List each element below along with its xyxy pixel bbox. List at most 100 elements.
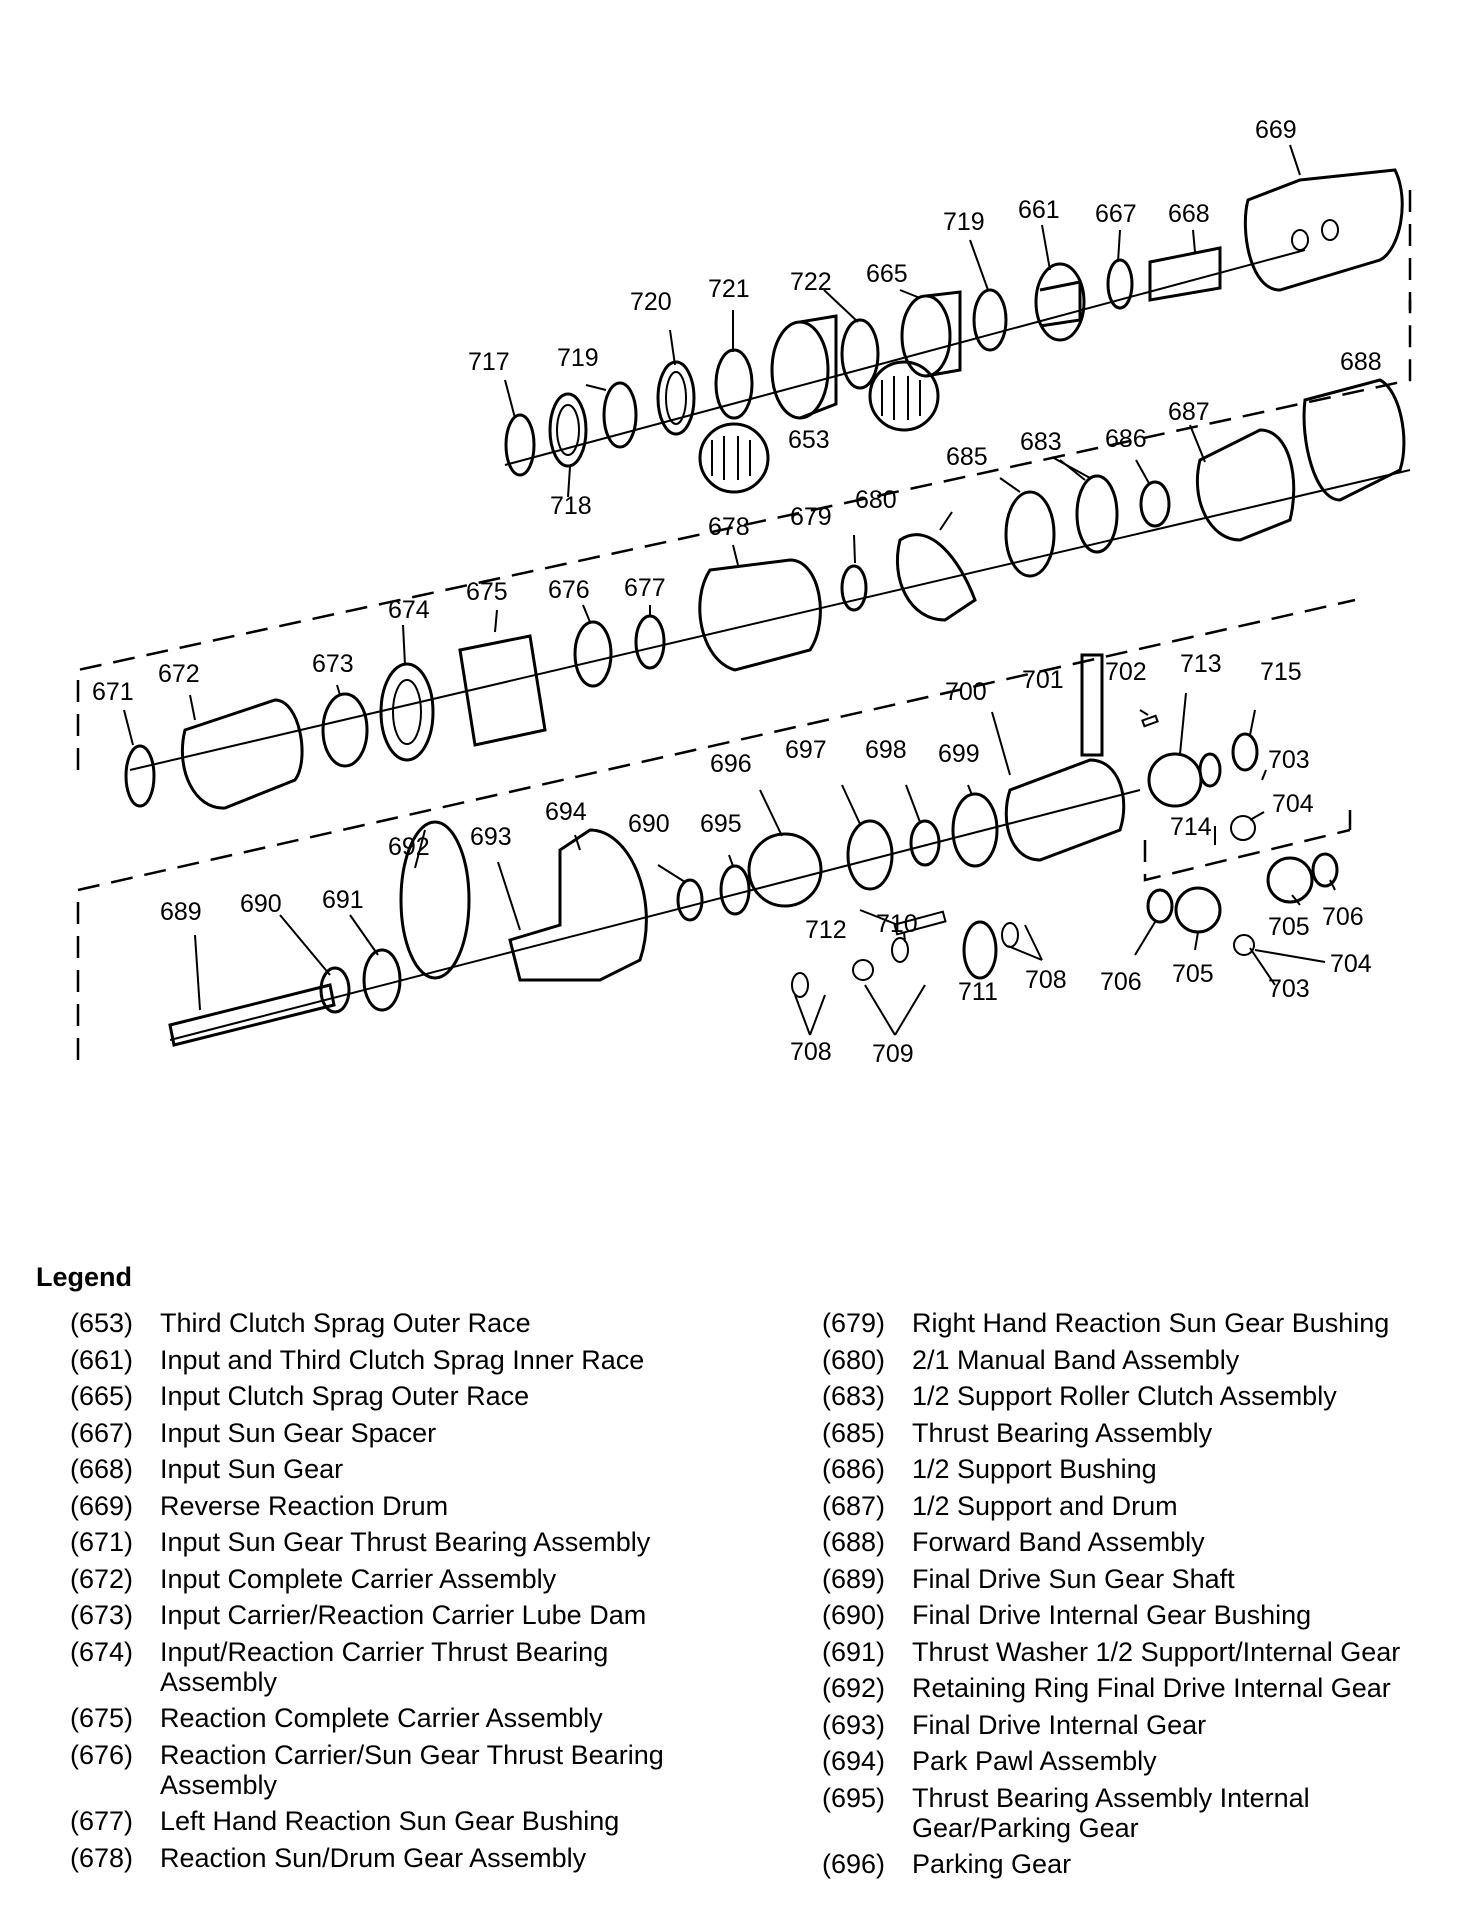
callout-710: 710 [876,910,918,938]
legend-item: (675)Reaction Complete Carrier Assembly [70,1703,710,1733]
sprag-detail-upper [868,360,940,432]
legend-item-text: Input Sun Gear [160,1454,344,1484]
legend-item-text: Final Drive Sun Gear Shaft [912,1563,1235,1594]
legend-item: (693) Final Drive Internal Gear [822,1710,1442,1740]
part-711 [962,920,998,980]
legend-item-text: Park Pawl Assembly [912,1746,1157,1776]
callout-709: 709 [872,1040,914,1068]
callout-667: 667 [1095,200,1137,228]
legend-item-text: 1/2 Support Roller Clutch Assembly [912,1381,1337,1411]
legend-item-number: (680) [822,1344,886,1375]
legend-item: (691)Thrust Washer 1/2 Support/Internal … [822,1637,1442,1667]
legend-item: (674)Input/Reaction Carrier Thrust Beari… [70,1637,710,1697]
callout-683: 683 [1020,428,1062,456]
callout-689: 689 [160,898,202,926]
part-677 [634,614,666,670]
callout-688: 688 [1340,348,1382,376]
legend-item: (687)1/2 Support and Drum [822,1491,1442,1521]
callout-698: 698 [865,736,907,764]
legend-item: (672)Input Complete Carrier Assembly [70,1564,710,1594]
row1-parts [504,168,1404,494]
legend-item-text: Thrust Bearing Assembly Internal Gear/Pa… [912,1782,1310,1843]
callout-708-right: 708 [1025,966,1067,994]
callout-717: 717 [468,348,510,376]
legend-item-number: (692) [822,1673,886,1703]
legend-item-number: (689) [822,1563,886,1594]
part-701 [1080,653,1104,757]
legend-item-text: 2/1 Manual Band Assembly [912,1344,1240,1375]
part-697 [846,819,894,891]
legend-right-column: (679)Right Hand Reaction Sun Gear Bushin… [822,1308,1442,1886]
part-665 [900,294,952,378]
callout-722: 722 [790,268,832,296]
legend-item: (676) Reaction Carrier/Sun Gear Thrust Be… [70,1740,710,1800]
callout-701: 701 [1022,666,1064,694]
part-661 [1034,262,1086,342]
legend-item-number: (693) [822,1709,886,1740]
legend-item-number: (673) [70,1600,134,1630]
legend-item-text: 1/2 Support Bushing [912,1454,1157,1484]
legend-item-text: Input Sun Gear Spacer [160,1417,437,1448]
legend-item-number: (690) [822,1600,886,1630]
callout-676: 676 [548,576,590,604]
legend-item-number: (674) [70,1636,134,1667]
legend-item-number: (676) [70,1739,134,1770]
part-672 [180,698,304,810]
part-685 [1004,490,1056,578]
part-718 [548,392,588,468]
legend-item: (685)Thrust Bearing Assembly [822,1418,1442,1448]
callout-699: 699 [938,740,980,768]
part-722 [840,318,880,390]
callout-668: 668 [1168,200,1210,228]
part-668 [1148,246,1222,302]
callout-696: 696 [710,750,752,778]
callout-706-left: 706 [1100,968,1142,996]
callout-714: 714 [1170,813,1212,841]
legend-item-number: (695) [822,1782,886,1813]
part-714 [1198,752,1222,788]
legend-item: (690)Final Drive Internal Gear Bushing [822,1600,1442,1630]
legend-item-number: (669) [70,1490,134,1521]
callout-703-lower: 703 [1268,975,1310,1003]
part-690-lower [319,966,351,1014]
part-704 [1230,815,1256,841]
legend-item-number: (688) [822,1527,886,1557]
part-692 [399,820,471,980]
callout-694: 694 [545,798,587,826]
exploded-view-diagram: 669 661 667 668 719 722 665 720 721 717 … [76,116,1412,1068]
part-683 [1075,474,1119,554]
legend-item: (688) Forward Band Assembly [822,1527,1442,1557]
sprag-detail-lower [698,422,770,494]
legend-item-text: Input Carrier/Reaction Carrier Lube Dam [160,1600,647,1630]
callout-691: 691 [322,886,364,914]
callout-708-left: 708 [790,1038,832,1066]
legend-item-number: (672) [70,1563,134,1594]
callout-721: 721 [708,275,750,303]
callout-665: 665 [866,260,908,288]
legend-item-text: Input Clutch Sprag Outer Race [160,1381,530,1411]
callout-713: 713 [1180,650,1222,678]
callout-685: 685 [946,443,988,471]
legend-item: (680) 2/1 Manual Band Assembly [822,1345,1442,1375]
legend-item-number: (665) [70,1381,134,1411]
part-676 [573,620,613,688]
legend-item-text: Parking Gear [912,1849,1072,1879]
legend-item-text: Final Drive Internal Gear [912,1709,1207,1740]
legend-item-number: (678) [70,1842,134,1873]
callout-686: 686 [1105,425,1147,453]
legend-item-text: Forward Band Assembly [912,1527,1205,1557]
legend-item: (661)Input and Third Clutch Sprag Inner … [70,1345,710,1375]
callout-695: 695 [700,810,742,838]
legend-item-text: Right Hand Reaction Sun Gear Bushing [912,1308,1390,1338]
legend-item-number: (667) [70,1417,134,1448]
row3-parts [168,653,1339,1047]
legend-item-text: Reaction Carrier/Sun Gear Thrust Bearing… [160,1739,664,1800]
callout-702: 702 [1105,658,1147,686]
callout-719-upper: 719 [943,208,985,236]
legend-item: (686)1/2 Support Bushing [822,1454,1442,1484]
legend-item-text: Reverse Reaction Drum [160,1490,449,1521]
part-721 [714,348,754,420]
part-710 [891,937,909,963]
callout-705-right: 705 [1268,913,1310,941]
part-706-left [1146,888,1174,924]
